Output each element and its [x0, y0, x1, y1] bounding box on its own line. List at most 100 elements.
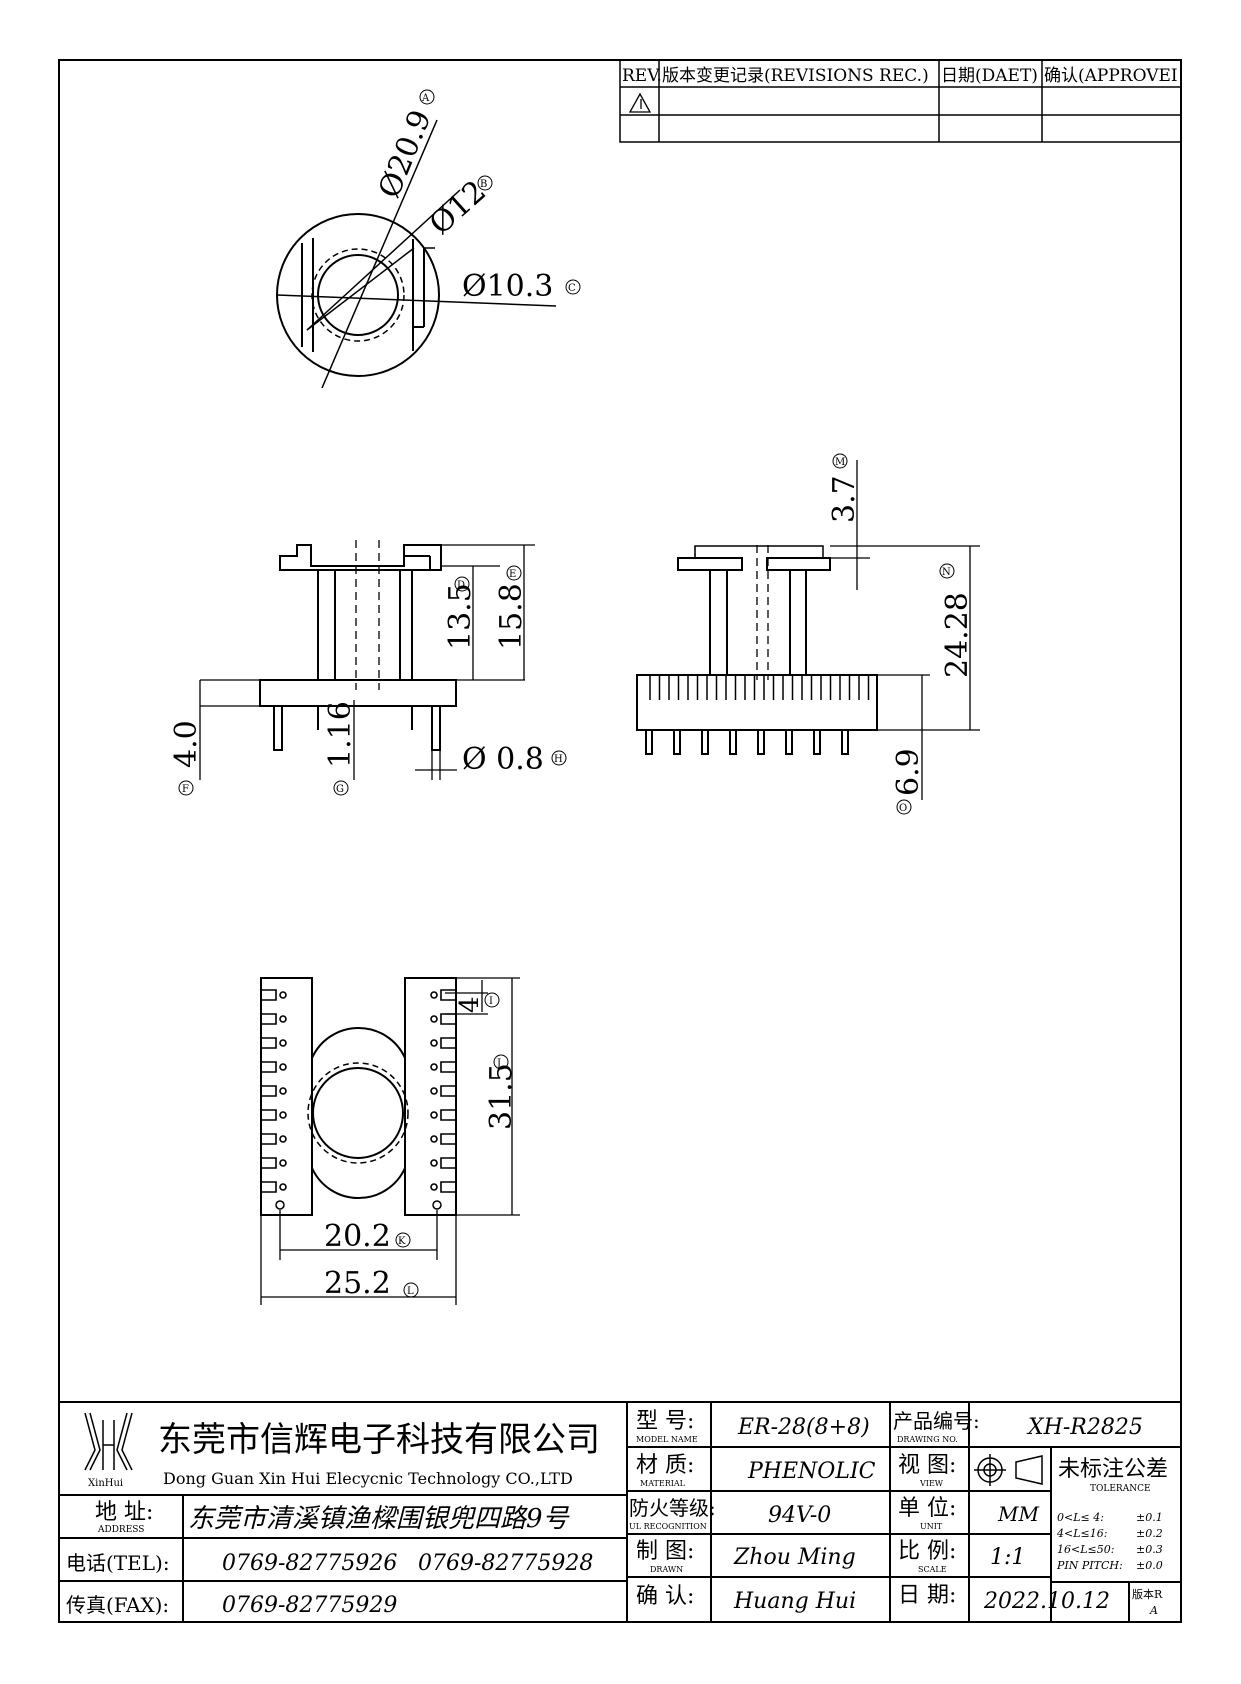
view-label-en: VIEW [919, 1479, 944, 1488]
slot-right [440, 989, 456, 1001]
pin [729, 729, 737, 755]
drawn-label-en: DRAWN [650, 1565, 683, 1574]
dim-pin-gap: 1.16 [323, 701, 358, 768]
confirm-value: Huang Hui [733, 1589, 856, 1614]
slot-right [440, 1085, 456, 1097]
tolerance-value: ±0.1 [1136, 1511, 1163, 1524]
drawn-label: 制 图: [636, 1539, 694, 1564]
unit-value: MM [997, 1502, 1039, 1526]
slot-hole [279, 1135, 287, 1143]
pin [645, 729, 653, 755]
slot-left [261, 1013, 277, 1025]
model-label-en: MODEL NAME [636, 1435, 698, 1444]
tolerance-range: 0<L≤ 4: [1057, 1511, 1104, 1524]
dim-h-outer: 15.8 [494, 583, 529, 650]
dim-h-inner: 13.5 [443, 583, 478, 650]
ul-value: 94V-0 [768, 1503, 831, 1528]
top-view [276, 119, 557, 389]
tel1-value: 0769-82775926 [222, 1551, 397, 1576]
version-value: A [1149, 1604, 1158, 1617]
material-label: 材 质: [636, 1453, 694, 1478]
slot-hole [279, 1039, 287, 1047]
dim-pin-span: 20.2 [324, 1219, 391, 1254]
dim-pin-len: 6.9 [891, 748, 926, 796]
mark-e: E [509, 569, 516, 580]
tolerance-range: 16<L≤50: [1057, 1543, 1114, 1556]
slot-right [440, 1109, 456, 1121]
bottom-view [260, 977, 457, 1216]
slot-hole [279, 1015, 287, 1023]
slot-left [261, 1157, 277, 1169]
slot-hole [279, 1063, 287, 1071]
tolerance-value: ±0.2 [1136, 1527, 1163, 1540]
bottom-pin-holes [275, 1200, 442, 1210]
slot-hole [430, 1183, 438, 1191]
dim-total-h: 24.28 [940, 592, 975, 678]
callout-marks-top [419, 89, 581, 295]
slot-right [440, 1013, 456, 1025]
pin [673, 729, 681, 755]
side-pins [645, 729, 849, 755]
drawing-no-value: XH-R2825 [1026, 1415, 1143, 1440]
slot-hole [430, 1063, 438, 1071]
tolerance-value: ±0.3 [1136, 1543, 1163, 1556]
model-value: ER-28(8+8) [737, 1415, 870, 1440]
side-dimension-lines [830, 460, 980, 800]
mark-n: N [942, 567, 951, 578]
mark-b: B [480, 179, 487, 190]
company-name-en: Dong Guan Xin Hui Elecycnic Technology C… [163, 1469, 573, 1488]
fax-label: 传真(FAX): [66, 1593, 169, 1617]
drawing-no-label-en: DRAWING NO. [897, 1435, 958, 1444]
slot-left [261, 989, 277, 1001]
scale-label: 比 例: [898, 1539, 956, 1564]
date-value: 2022.10.12 [983, 1589, 1110, 1614]
view-label: 视 图: [898, 1453, 956, 1478]
slot-left [261, 1109, 277, 1121]
scale-value: 1:1 [990, 1545, 1025, 1570]
version-label: 版本R [1132, 1587, 1163, 1601]
title-block-grid [59, 1401, 1181, 1622]
dim-pin-d: Ø 0.8 [462, 742, 544, 777]
fax-value: 0769-82775929 [222, 1593, 397, 1618]
revision-triangle-icon [628, 92, 652, 113]
unit-label-en: UNIT [920, 1522, 943, 1531]
company-name-cn: 东莞市信辉电子科技有限公司 [158, 1420, 600, 1460]
ul-label: 防火等级: [629, 1496, 716, 1520]
side-pin-teeth [649, 675, 870, 700]
side-view [636, 545, 878, 731]
tel2-value: 0769-82775928 [418, 1551, 593, 1576]
callout-marks-bottom [395, 992, 509, 1298]
slot-hole [430, 1015, 438, 1023]
tolerance-value: ±0.0 [1136, 1559, 1163, 1572]
callout-marks-side [832, 453, 955, 815]
scale-label-en: SCALE [918, 1565, 947, 1574]
mark-c: C [568, 283, 576, 294]
tolerance-range: PIN PITCH: [1056, 1559, 1123, 1572]
slot-hole [279, 1111, 287, 1119]
front-dimension-lines [199, 544, 535, 780]
confirm-label: 确 认: [636, 1584, 694, 1609]
slot-hole [430, 1135, 438, 1143]
slot-right [440, 1157, 456, 1169]
pin [841, 729, 849, 755]
slot-hole [279, 1159, 287, 1167]
slot-hole [430, 1111, 438, 1119]
slot-hole [430, 1087, 438, 1095]
date-label: 日 期: [898, 1583, 956, 1608]
front-view [259, 540, 457, 751]
mark-d: D [457, 580, 465, 591]
bottom-pin-slots [261, 989, 456, 1193]
slot-hole [279, 1183, 287, 1191]
company-logo [84, 1412, 133, 1471]
dim-base-h: 4.0 [169, 720, 204, 768]
tolerance-title: 未标注公差 [1058, 1457, 1168, 1482]
tel-label: 电话(TEL): [66, 1551, 170, 1575]
dim-length: 31.5 [484, 1063, 519, 1130]
slot-left [261, 1133, 277, 1145]
logo-text: XinHui [88, 1478, 123, 1489]
mark-i: I [489, 996, 493, 1007]
ul-label-en: UL RECOGNITION [629, 1522, 707, 1531]
dim-d-outer: Ø20.9 [372, 105, 439, 203]
pin [757, 729, 765, 755]
mark-l: L [407, 1286, 414, 1297]
